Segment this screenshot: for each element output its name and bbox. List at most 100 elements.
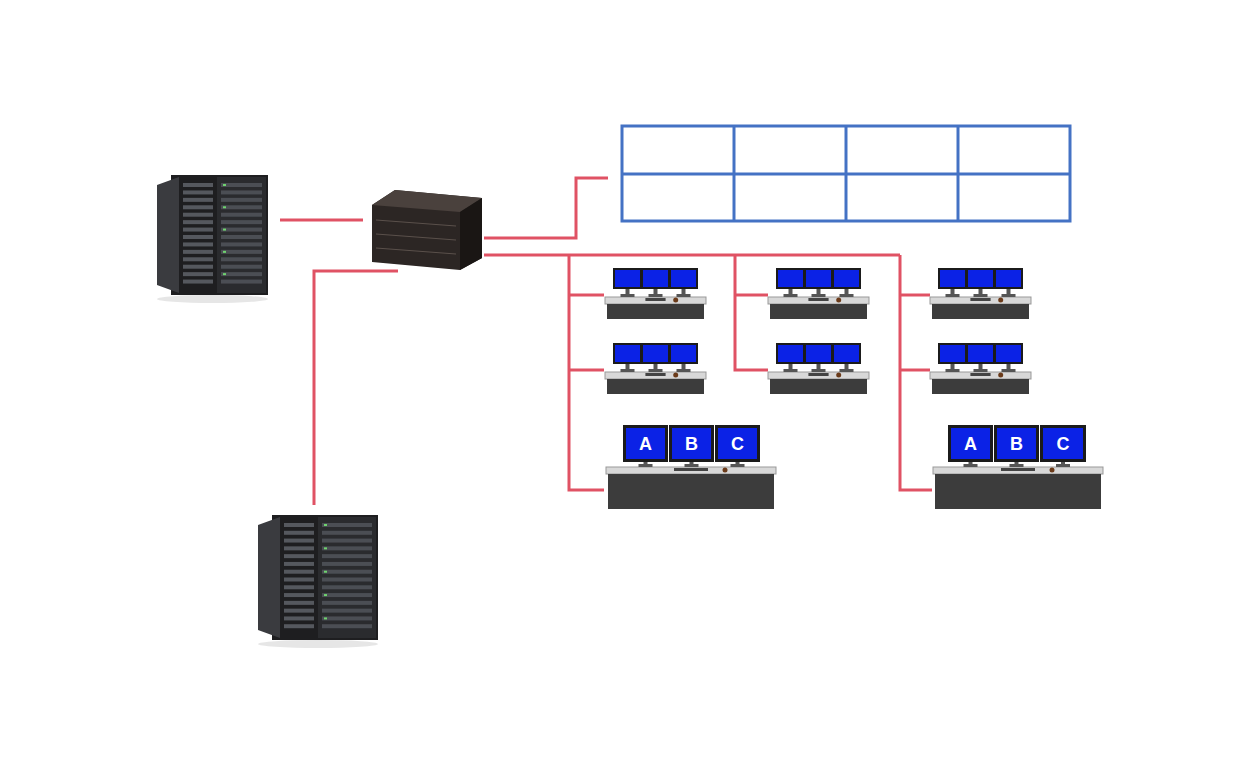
drawing-stroke xyxy=(322,593,372,597)
monitor-label: B xyxy=(1010,435,1023,453)
monitor-label: C xyxy=(731,435,744,453)
drawing-stroke xyxy=(183,205,213,209)
desk-body xyxy=(932,379,1029,394)
monitor-screen: A xyxy=(948,425,993,462)
desk-body xyxy=(607,304,704,319)
workstation xyxy=(768,269,869,319)
workstation xyxy=(605,344,706,394)
drawing-stroke xyxy=(221,213,262,217)
drawing-stroke xyxy=(221,228,262,232)
drawing-stroke xyxy=(322,554,372,558)
cup xyxy=(998,373,1003,378)
keyboard xyxy=(970,298,990,301)
drawing-stroke xyxy=(221,257,262,261)
monitor-screen xyxy=(995,344,1022,363)
monitor-foot xyxy=(1002,369,1016,372)
cup xyxy=(673,298,678,303)
monitor-foot xyxy=(784,294,798,297)
drawing-stroke xyxy=(284,578,314,582)
monitor-foot xyxy=(946,294,960,297)
drawing-stroke xyxy=(284,531,314,535)
drawing-stroke xyxy=(221,183,262,187)
drawing-stroke xyxy=(322,523,372,527)
drawing-stroke xyxy=(284,585,314,589)
desk-body xyxy=(608,474,774,509)
desk-top xyxy=(930,297,1031,304)
drawing-stroke xyxy=(223,184,226,186)
monitor-foot xyxy=(1056,464,1070,467)
drawing-stroke xyxy=(221,242,262,246)
rack-body xyxy=(272,515,378,640)
monitor-label: A xyxy=(964,435,977,453)
workstations xyxy=(605,269,1103,509)
workstation xyxy=(768,344,869,394)
drawing-stroke xyxy=(183,220,213,224)
drawing-stroke xyxy=(221,220,262,224)
workstation xyxy=(930,269,1031,319)
monitor-foot xyxy=(840,369,854,372)
monitor-screen xyxy=(939,344,966,363)
drawing-stroke xyxy=(284,523,314,527)
drawing-stroke xyxy=(322,624,372,628)
drawing-stroke xyxy=(223,273,226,275)
monitor-foot xyxy=(621,294,635,297)
monitor-foot xyxy=(649,294,663,297)
drawing-stroke xyxy=(322,546,372,550)
monitor-foot xyxy=(974,294,988,297)
monitor-foot xyxy=(964,464,978,467)
keyboard xyxy=(645,373,665,376)
drawing-stroke xyxy=(221,190,262,194)
desk-top xyxy=(768,372,869,379)
monitor-screen xyxy=(642,344,669,363)
workstation xyxy=(930,344,1031,394)
monitor-screen xyxy=(642,269,669,288)
drawing-stroke xyxy=(324,524,327,526)
drawing-stroke xyxy=(183,272,213,276)
drawing-stroke xyxy=(223,251,226,253)
drawing-stroke xyxy=(221,265,262,269)
workstation xyxy=(933,462,1103,509)
drawing-stroke xyxy=(284,554,314,558)
rack-cabinet xyxy=(318,517,376,638)
keyboard xyxy=(645,298,665,301)
drawing-stroke xyxy=(183,228,213,232)
rack-body xyxy=(171,175,268,295)
monitor-foot xyxy=(731,464,745,467)
drawing-stroke xyxy=(324,594,327,596)
drawing-stroke xyxy=(324,617,327,619)
keyboard xyxy=(970,373,990,376)
drawing-stroke xyxy=(322,601,372,605)
keyboard xyxy=(808,298,828,301)
cup xyxy=(998,298,1003,303)
rack-cabinet xyxy=(217,177,266,293)
workstation xyxy=(606,462,776,509)
monitor-label: B xyxy=(685,435,698,453)
monitor-screen xyxy=(670,344,697,363)
monitor-label: A xyxy=(639,435,652,453)
monitor-foot xyxy=(1010,464,1024,467)
monitor-screen xyxy=(614,344,641,363)
drawing-stroke xyxy=(221,205,262,209)
monitor-screen: B xyxy=(669,425,714,462)
monitor-foot xyxy=(946,369,960,372)
monitor-foot xyxy=(840,294,854,297)
monitor-screen xyxy=(995,269,1022,288)
drawing-stroke xyxy=(284,609,314,613)
drawing-stroke xyxy=(322,562,372,566)
monitor-screen: C xyxy=(1040,425,1086,462)
workstation xyxy=(605,269,706,319)
desk-top xyxy=(605,372,706,379)
desk-top xyxy=(605,297,706,304)
monitor-foot xyxy=(621,369,635,372)
rack-door xyxy=(258,517,280,638)
monitor-foot xyxy=(685,464,699,467)
drawing-stroke xyxy=(284,624,314,628)
monitor-foot xyxy=(1002,294,1016,297)
desk-top xyxy=(768,297,869,304)
desk-body xyxy=(607,379,704,394)
monitor-screen xyxy=(614,269,641,288)
keyboard xyxy=(808,373,828,376)
drawing-stroke xyxy=(322,585,372,589)
drawing-stroke xyxy=(183,183,213,187)
